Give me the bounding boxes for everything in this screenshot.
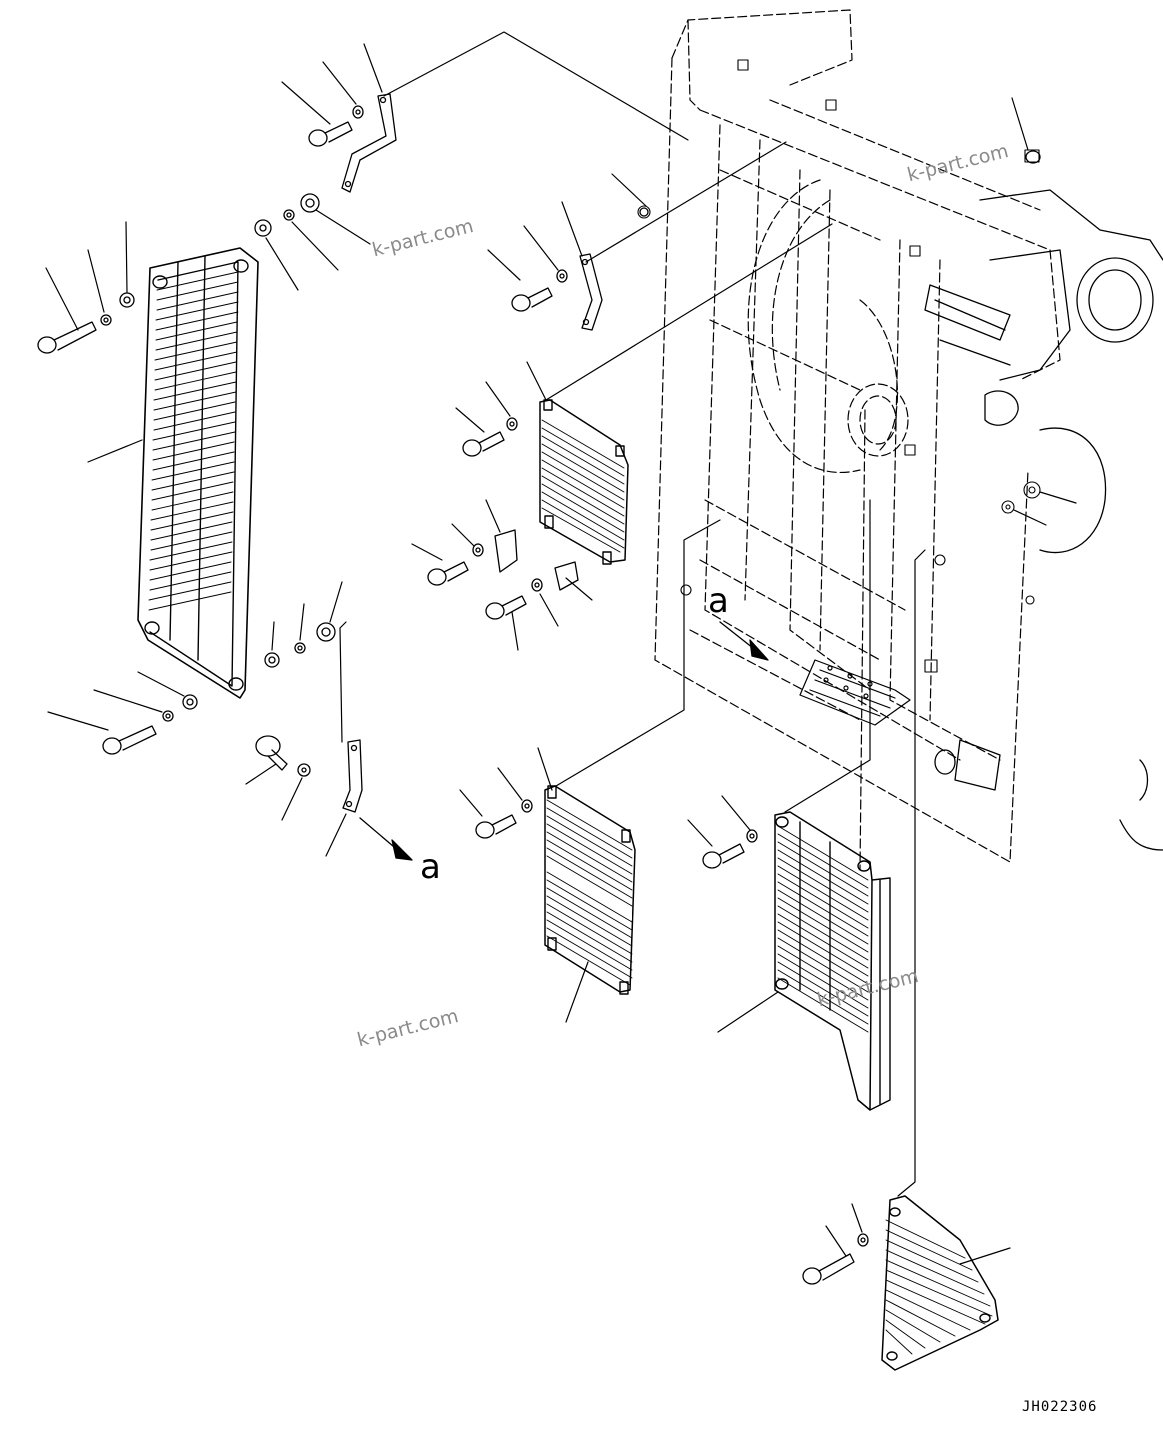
washers-and-nuts: [100, 105, 1041, 1247]
brackets: [341, 93, 603, 813]
drawing-code: JH022306: [1022, 1399, 1098, 1415]
view-arrow-label: a: [420, 847, 441, 887]
large-side-grille: [137, 247, 259, 699]
right-grille-lower: [774, 811, 891, 1111]
center-grille-lower: [544, 785, 636, 995]
view-arrow-label: a: [708, 581, 729, 621]
leader-lines: [45, 31, 1077, 1265]
bolts: [37, 121, 855, 1285]
view-arrows: [359, 621, 769, 861]
machine-frame: [637, 9, 1163, 871]
bottom-corner-grille: [881, 1195, 999, 1371]
center-grille-upper: [539, 399, 629, 565]
